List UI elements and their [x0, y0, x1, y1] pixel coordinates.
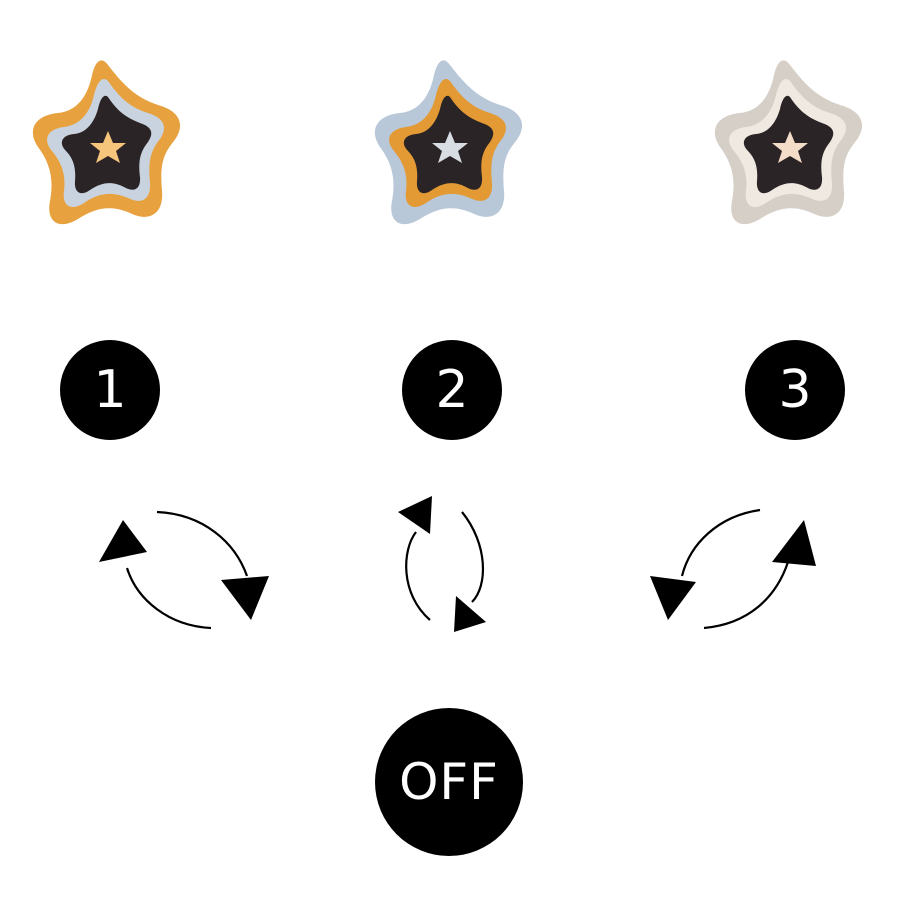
cycle-arrows-antidiagonal-icon — [650, 508, 816, 630]
lamp-core-star — [432, 131, 468, 163]
cycle-arrows-vertical-icon — [398, 496, 486, 632]
mode-1-number: 1 — [93, 360, 127, 420]
cycle-arrowhead-lower — [650, 576, 696, 620]
cycle-arc-right — [461, 511, 485, 603]
mode-2-number: 2 — [435, 360, 469, 420]
cycle-arrowhead-upper — [772, 520, 816, 566]
cycle-arc-left — [405, 531, 431, 621]
mode-2-badge: 2 — [402, 340, 502, 440]
star-lamp-cool-icon — [714, 60, 863, 225]
star-lamp-warm-icon — [32, 60, 181, 225]
cycle-arrowhead-top — [398, 496, 432, 534]
lamp-core-star — [772, 131, 808, 163]
lamp-core-star — [90, 131, 126, 163]
cycle-arrows-3 — [640, 490, 840, 650]
off-label: OFF — [399, 753, 499, 811]
cycle-arc-upper — [680, 508, 761, 577]
lamp-mode-1 — [30, 55, 190, 235]
mode-3-number: 3 — [778, 360, 812, 420]
lamp-mode-2 — [372, 55, 532, 235]
cycle-arrowhead-bottom — [454, 596, 486, 632]
cycle-arrows-2 — [350, 490, 550, 650]
mode-1-badge: 1 — [60, 340, 160, 440]
cycle-arc-upper — [156, 510, 249, 577]
star-lamp-neutral-icon — [374, 60, 523, 225]
cycle-arrows-diagonal-icon — [99, 510, 269, 630]
cycle-arrowhead-upper — [99, 520, 147, 562]
cycle-arc-lower — [703, 561, 790, 630]
lamp-mode-3 — [712, 55, 872, 235]
off-badge: OFF — [375, 708, 523, 856]
mode-3-badge: 3 — [745, 340, 845, 440]
cycle-arrowhead-lower — [221, 576, 269, 620]
cycle-arrows-1 — [85, 490, 285, 650]
cycle-arc-lower — [125, 567, 212, 630]
